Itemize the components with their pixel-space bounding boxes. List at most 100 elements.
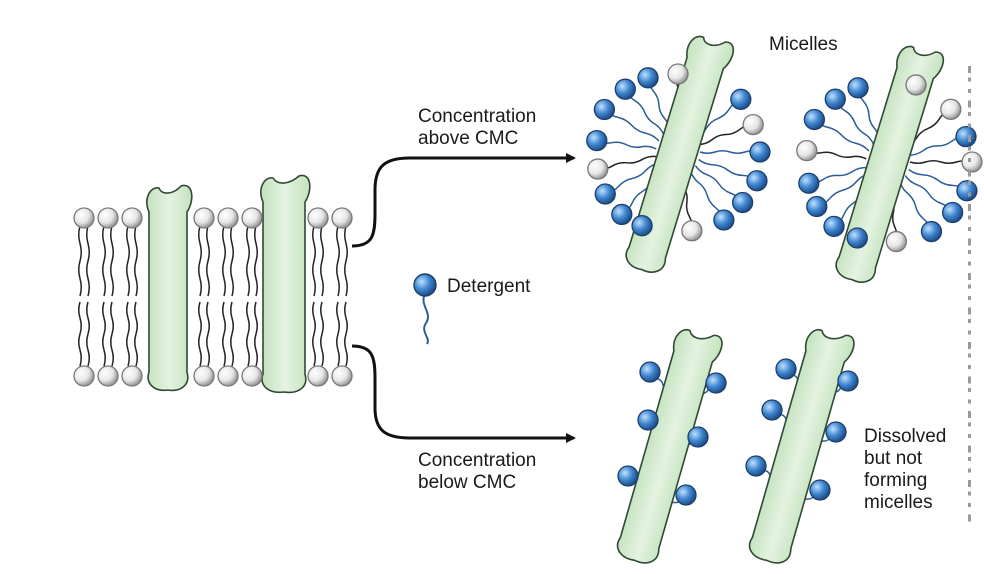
detergent-head — [730, 88, 752, 110]
credit-mark — [968, 146, 971, 151]
detergent-head — [746, 170, 768, 192]
lipid-head-bottom — [241, 365, 263, 387]
detergent-head — [941, 201, 964, 224]
lipid-head-top — [331, 207, 353, 229]
bound-detergent-head — [637, 409, 659, 431]
detergent-legend-icon — [413, 273, 437, 345]
micelle-tail — [898, 180, 933, 232]
lipid-tail — [86, 301, 90, 367]
lipid-tail — [312, 225, 316, 297]
membrane-protein-2 — [260, 174, 311, 394]
credit-mark — [968, 342, 971, 349]
lipid-head — [796, 139, 818, 162]
lipid-tail — [206, 225, 210, 297]
lipid-tail — [246, 301, 250, 367]
dissolved-2-body-body — [748, 328, 855, 564]
label-dissolved: Dissolved but not forming micelles — [864, 426, 946, 514]
lipid-tail — [198, 225, 202, 297]
bound-detergent-head — [687, 426, 709, 448]
credit-mark — [968, 77, 971, 82]
lipid-tail — [336, 225, 340, 297]
label-below-line-2: below CMC — [418, 472, 517, 493]
credit-mark — [968, 250, 971, 254]
credit-mark — [968, 135, 971, 142]
lipid-head — [681, 220, 703, 242]
detergent-head — [920, 220, 943, 243]
lipid-head-top — [193, 207, 215, 229]
bound-detergent-head — [745, 455, 767, 477]
micelle-tail — [624, 88, 665, 136]
bound-detergent-head — [825, 421, 847, 443]
lipid-head-bottom — [331, 365, 353, 387]
micelle-2 — [796, 45, 983, 283]
detergent-head — [806, 195, 828, 218]
micelle-1-protein — [625, 35, 735, 273]
lipid-tail — [126, 301, 130, 367]
bound-detergent-head — [675, 484, 697, 506]
credit-mark — [968, 434, 971, 438]
micelle-tail — [808, 166, 867, 185]
label-detergent: Detergent — [447, 276, 531, 297]
micelle-2-protein — [835, 45, 945, 283]
micelle-1 — [586, 35, 771, 273]
lipid-head-bottom — [121, 365, 143, 387]
credit-mark — [968, 100, 971, 108]
lipid-tail — [102, 225, 106, 297]
micelle-tail — [596, 139, 657, 150]
micelle-tail — [904, 175, 954, 213]
lipid-tail — [246, 225, 250, 297]
lipid-tail — [222, 225, 226, 297]
credit-mark — [968, 192, 971, 197]
lipid-tail — [320, 225, 324, 297]
micelle-tail — [605, 162, 660, 195]
label-dissolved-line-3: forming — [864, 470, 928, 491]
detergent-head — [824, 88, 846, 110]
dissolved-2-body — [748, 328, 855, 564]
credit-mark — [968, 89, 971, 93]
lipid-tail — [336, 301, 340, 367]
lipid-head-top — [73, 207, 95, 229]
micelle-tail — [698, 158, 758, 182]
credit-mark — [968, 204, 971, 211]
micelle-tail — [603, 108, 660, 142]
detergent-head — [749, 141, 771, 163]
side-credit-strip — [968, 66, 971, 522]
credit-mark — [968, 123, 971, 128]
detergent-head — [631, 215, 653, 237]
credit-mark — [968, 181, 971, 185]
detergent-head — [731, 191, 754, 214]
lipid-bilayer — [73, 174, 353, 394]
lipid-head — [961, 151, 983, 173]
detergent-head — [593, 98, 616, 121]
membrane-protein-2-body — [260, 174, 311, 394]
credit-mark — [968, 399, 971, 404]
lipid-tail — [254, 225, 258, 297]
detergent-head — [803, 108, 826, 131]
lipid-tail — [78, 225, 82, 297]
detergent-head — [823, 215, 845, 237]
lipid-tail — [110, 301, 114, 367]
lipid-head-top — [97, 207, 119, 229]
detergent-head — [594, 183, 616, 205]
credit-mark — [968, 503, 971, 507]
credit-mark — [968, 480, 971, 487]
lipid-head-bottom — [217, 365, 239, 387]
membrane-protein-1 — [146, 184, 193, 392]
lipid-tail — [110, 225, 114, 297]
credit-mark — [968, 457, 971, 461]
lipid-head — [742, 113, 764, 136]
lipid-head — [940, 98, 962, 120]
credit-mark — [968, 468, 971, 473]
bound-detergent-head — [639, 361, 661, 383]
lipid-tail — [230, 225, 234, 297]
credit-mark — [968, 376, 971, 384]
lipid-tail — [134, 301, 138, 367]
credit-mark — [968, 353, 971, 358]
credit-mark — [968, 112, 971, 116]
credit-mark — [968, 422, 971, 427]
lipid-head — [667, 63, 689, 85]
lipid-tail — [134, 225, 138, 297]
micelle-tail — [908, 135, 966, 156]
label-below-line-1: Concentration — [418, 450, 537, 471]
